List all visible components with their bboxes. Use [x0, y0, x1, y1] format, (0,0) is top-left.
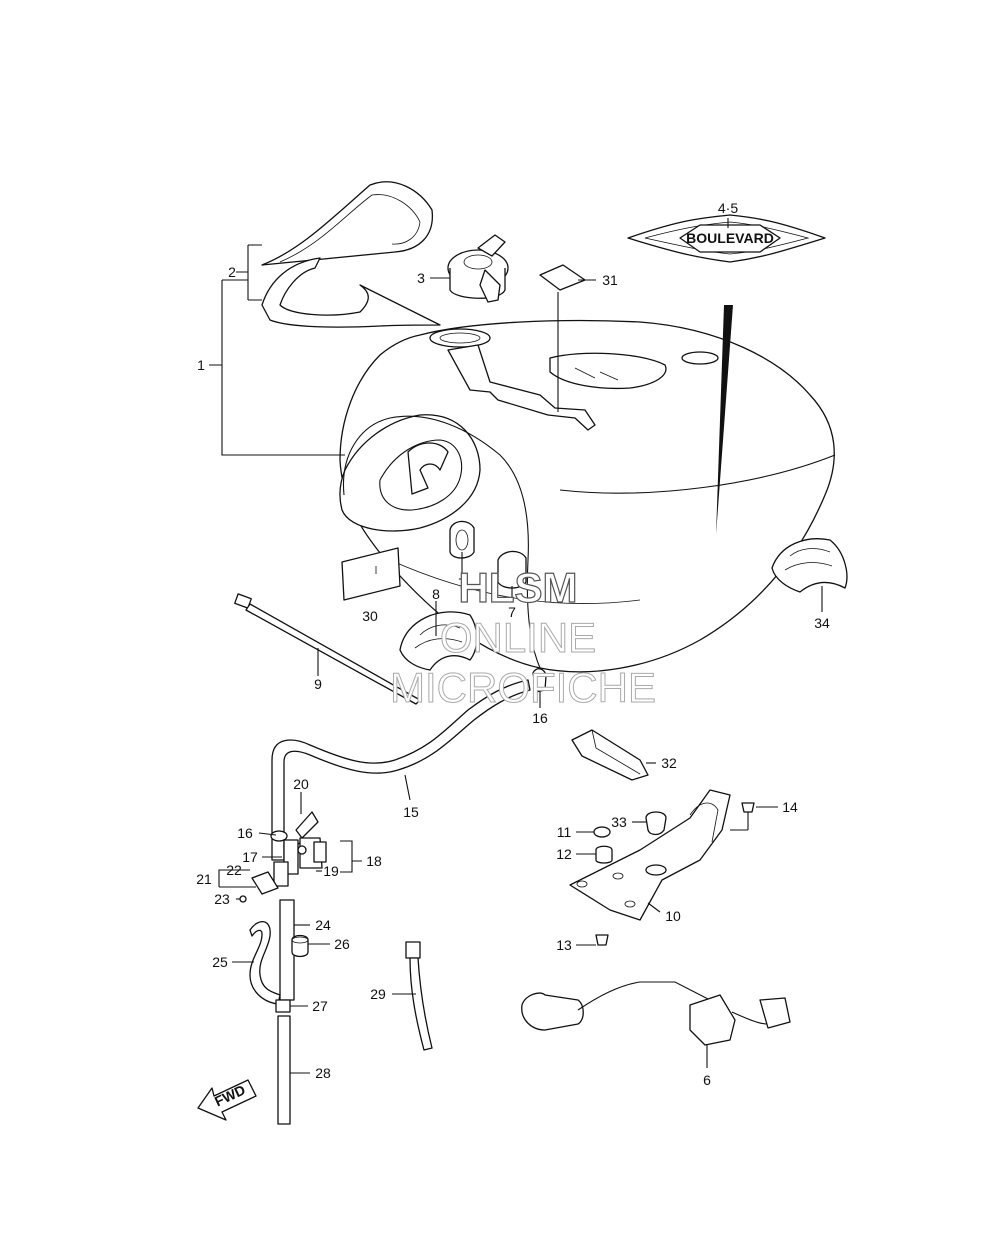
- fuel-level-sensor: [521, 981, 791, 1046]
- vent-valve-assembly: [270, 811, 327, 887]
- hose-cap: [291, 934, 309, 958]
- callout-8: 8: [432, 586, 440, 602]
- callout-18: 18: [366, 853, 382, 869]
- callout-labels: 1 2 3 4·5 31 7 7 8 30 34 9 16 15 20 16 1…: [196, 200, 830, 1088]
- callout-21: 21: [196, 871, 212, 887]
- callout-32: 32: [661, 755, 677, 771]
- callout-10: 10: [665, 908, 681, 924]
- callout-20: 20: [293, 776, 309, 792]
- info-label: [341, 547, 401, 601]
- callout-9: 9: [314, 676, 322, 692]
- breather-hose: [271, 679, 531, 861]
- drain-hose-bent: [249, 921, 281, 1005]
- callout-7a: 7: [458, 575, 466, 591]
- callout-3: 3: [417, 270, 425, 286]
- wire-band: [405, 941, 433, 1051]
- callout-2: 2: [228, 264, 236, 280]
- watermark-line-1: HLSM: [459, 564, 578, 611]
- callout-19: 19: [323, 863, 339, 879]
- callout-24: 24: [315, 917, 331, 933]
- callout-22: 22: [226, 862, 242, 878]
- cable-tie: [234, 593, 421, 705]
- callout-28: 28: [315, 1065, 331, 1081]
- emblem-text: BOULEVARD: [686, 230, 774, 246]
- watermark-line-2: ONLINE: [440, 614, 596, 661]
- tank-grommet: [449, 520, 527, 589]
- callout-23: 23: [214, 891, 230, 907]
- tank-stripe-decals: [261, 181, 441, 328]
- callout-12: 12: [556, 846, 572, 862]
- callout-34: 34: [814, 615, 830, 631]
- callout-6: 6: [703, 1072, 711, 1088]
- callout-27: 27: [312, 998, 328, 1014]
- tank-cushion-rear: [399, 611, 478, 671]
- callout-4-5: 4·5: [718, 200, 738, 216]
- callout-29: 29: [370, 986, 386, 1002]
- drain-hose-lower: [277, 1015, 291, 1125]
- caution-label: [539, 264, 586, 291]
- leader-lines: [209, 218, 823, 1074]
- rubber-block: [571, 729, 649, 781]
- callout-25: 25: [212, 954, 228, 970]
- forward-arrow: FWD: [197, 1079, 257, 1121]
- boulevard-emblem: BOULEVARD: [627, 214, 826, 535]
- callout-13: 13: [556, 937, 572, 953]
- callout-11: 11: [557, 824, 572, 840]
- fuel-cap: [447, 234, 509, 303]
- callout-26: 26: [334, 936, 350, 952]
- watermark: HLSM ONLINE MICROFICHE: [390, 563, 657, 711]
- callout-17: 17: [242, 849, 258, 865]
- callout-30: 30: [362, 608, 378, 624]
- mounting-bracket: [569, 789, 731, 921]
- callout-1: 1: [197, 357, 205, 373]
- callout-33: 33: [611, 814, 627, 830]
- callout-16a: 16: [532, 710, 548, 726]
- callout-7b: 7: [508, 604, 516, 620]
- hose-clamp-upper: [532, 668, 547, 693]
- hose-joint: [275, 999, 291, 1013]
- callout-15: 15: [403, 804, 419, 820]
- fuel-tank: [339, 319, 836, 673]
- tank-cushion-front: [771, 538, 848, 593]
- callout-31: 31: [602, 272, 618, 288]
- watermark-line-3: MICROFICHE: [390, 664, 656, 711]
- callout-16b: 16: [237, 825, 253, 841]
- callout-14: 14: [782, 799, 798, 815]
- mount-hardware: [593, 802, 755, 946]
